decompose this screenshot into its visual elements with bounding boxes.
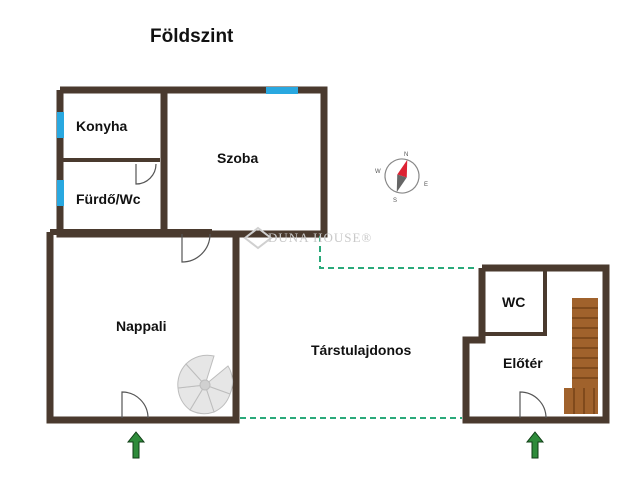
spiral-stair-icon: [177, 354, 234, 415]
window-furdo: [57, 180, 64, 206]
watermark: DUNA HOUSE®: [268, 230, 373, 245]
compass-letter-e: E: [424, 182, 428, 188]
window-top: [266, 87, 298, 94]
right-unit-walls: [462, 264, 610, 424]
room-label-konyha: Konyha: [76, 118, 128, 134]
window-konyha: [57, 112, 64, 138]
room-label-nappali: Nappali: [116, 318, 167, 334]
room-label-furdo: Fürdő/Wc: [76, 191, 141, 207]
room-label-szoba: Szoba: [217, 150, 259, 166]
compass-icon: [384, 158, 420, 194]
compass-letter-s: S: [393, 198, 397, 204]
upper-unit-walls: [56, 86, 328, 238]
door-icon: [121, 163, 547, 419]
floor-title: Földszint: [150, 26, 234, 47]
stair-icon: [564, 298, 598, 414]
duna-house-logo-icon: [243, 226, 273, 250]
room-label-wc: WC: [502, 294, 526, 310]
compass-letter-n: N: [404, 152, 408, 158]
compass-letter-w: W: [375, 169, 381, 175]
property-boundary: [240, 236, 478, 419]
room-label-tarstulajdonos: Társtulajdonos: [311, 342, 412, 358]
compass-letters: N E S W: [375, 152, 428, 204]
entrance-arrow-icon: [126, 431, 545, 459]
room-label-eloter: Előtér: [503, 355, 543, 371]
nappali-walls: [46, 229, 240, 424]
